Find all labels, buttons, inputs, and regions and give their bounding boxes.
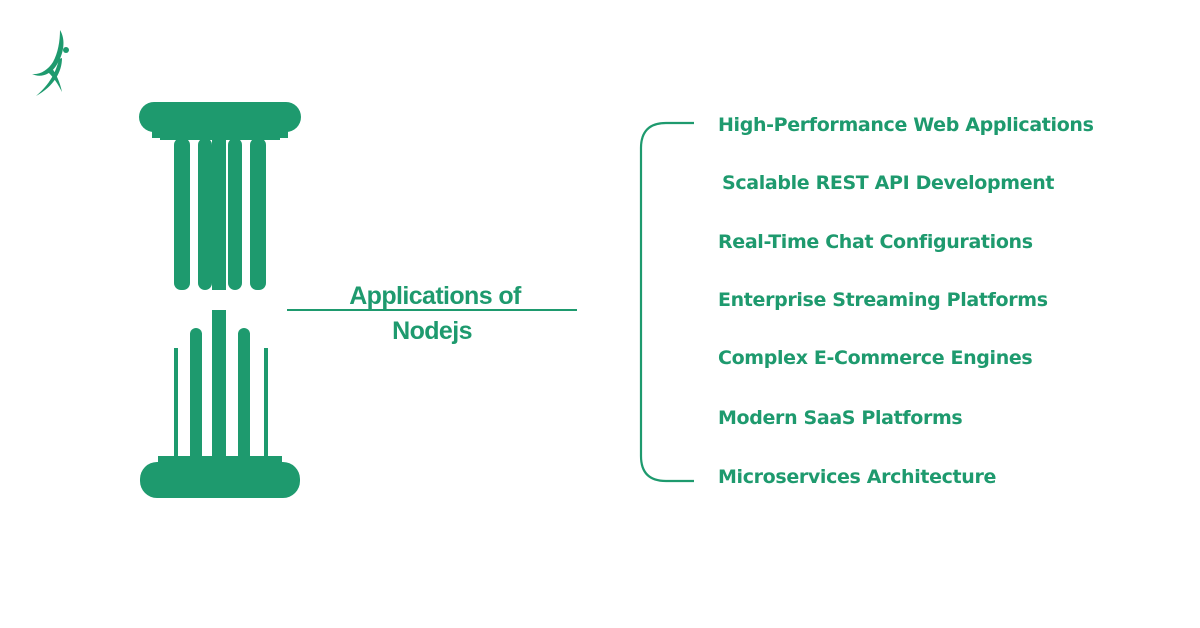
list-item: Enterprise Streaming Platforms [718, 289, 1048, 311]
list-item: Scalable REST API Development [722, 172, 1055, 194]
column-pillar-icon [139, 102, 301, 498]
list-item: Complex E-Commerce Engines [718, 347, 1033, 369]
diagram-title: Applications of Nodejs [287, 279, 577, 349]
list-bracket [639, 121, 694, 483]
title-line-2: Nodejs [392, 317, 472, 345]
list-item: Real-Time Chat Configurations [718, 231, 1033, 253]
list-item: High-Performance Web Applications [718, 114, 1094, 136]
list-item: Microservices Architecture [718, 466, 997, 488]
title-divider [287, 309, 577, 311]
list-item: Modern SaaS Platforms [718, 407, 963, 429]
stylized-figure-logo-icon [32, 30, 69, 96]
title-line-1: Applications of [349, 282, 521, 310]
